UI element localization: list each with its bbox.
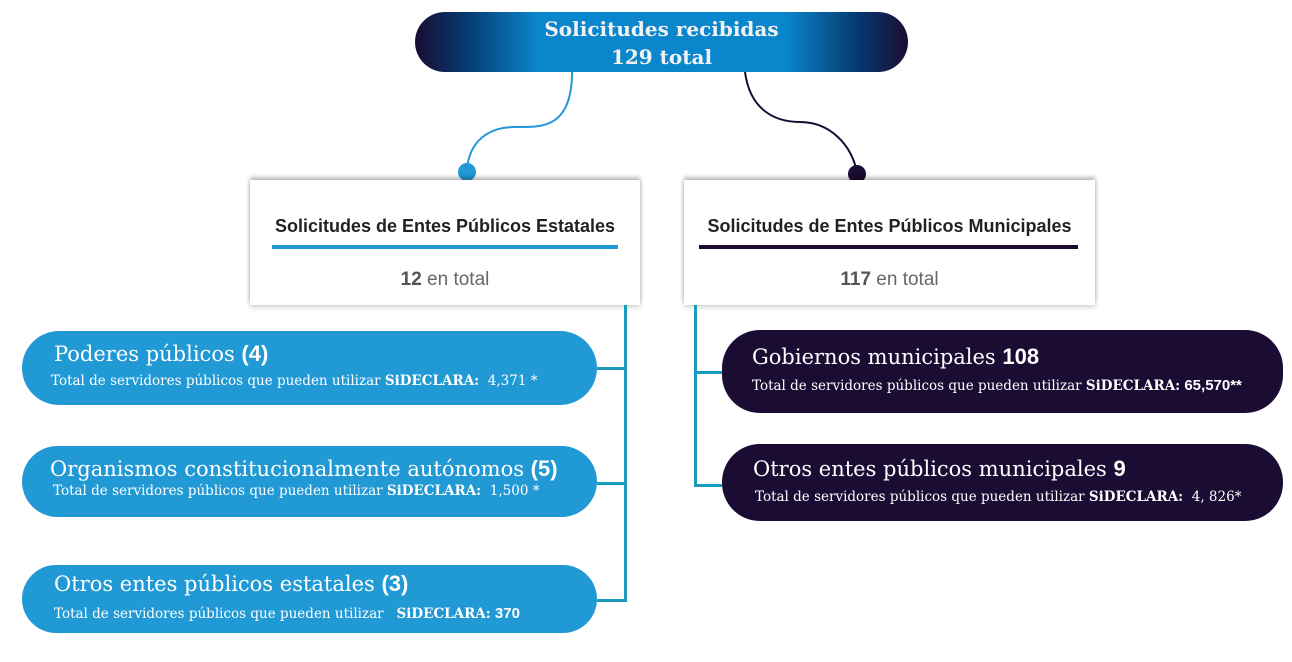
- municipal-summary-card: Solicitudes de Entes Públicos Municipale…: [684, 180, 1095, 305]
- state-connector-dot: [458, 163, 476, 181]
- item-label: Total de servidores públicos que pueden …: [54, 606, 397, 622]
- item-label: Total de servidores públicos que pueden …: [53, 483, 387, 499]
- state-card-title: Solicitudes de Entes Públicos Estatales: [274, 216, 616, 236]
- header-title: Solicitudes recibidas: [544, 17, 779, 41]
- item-label: Total de servidores públicos que pueden …: [51, 373, 385, 389]
- item-brand: SiDECLARA:: [386, 483, 482, 499]
- municipal-item-gobiernos: Gobiernos municipales 108 Total de servi…: [722, 330, 1283, 413]
- municipal-branch-line: [694, 371, 722, 374]
- item-value: 370: [490, 605, 520, 622]
- state-total: 12 en total: [250, 269, 640, 291]
- municipal-connector-curve: [744, 71, 858, 174]
- item-count: (4): [241, 341, 269, 366]
- item-value: 1,500 *: [481, 483, 540, 499]
- municipal-count: 117: [840, 269, 872, 290]
- item-name: Poderes públicos: [54, 342, 242, 366]
- state-branch-line: [597, 367, 625, 370]
- state-count-suffix: en total: [421, 269, 490, 290]
- state-count: 12: [400, 269, 422, 290]
- state-tree-line: [624, 305, 627, 602]
- state-branch-line: [597, 599, 625, 602]
- item-count: (3): [381, 571, 409, 596]
- item-label: Total de servidores públicos que pueden …: [755, 489, 1089, 505]
- state-item-otros: Otros entes públicos estatales (3) Total…: [22, 565, 597, 633]
- header-total: 129 total: [610, 45, 713, 69]
- item-name: Otros entes públicos municipales: [753, 457, 1114, 481]
- item-name: Otros entes públicos estatales: [54, 572, 382, 596]
- municipal-count-suffix: en total: [871, 269, 939, 290]
- item-count: 9: [1113, 456, 1126, 481]
- item-count: 108: [1002, 344, 1040, 369]
- item-count: (5): [530, 456, 558, 481]
- total-requests-header: Solicitudes recibidas 129 total: [415, 12, 908, 72]
- municipal-total: 117 en total: [684, 269, 1095, 291]
- item-brand: SiDECLARA:: [396, 606, 491, 622]
- municipal-underline: [699, 245, 1078, 249]
- item-label: Total de servidores públicos que pueden …: [752, 378, 1086, 394]
- item-brand: SiDECLARA:: [1085, 378, 1181, 394]
- municipal-connector-dot: [848, 165, 866, 183]
- state-summary-card: Solicitudes de Entes Públicos Estatales …: [250, 180, 640, 305]
- item-brand: SiDECLARA:: [384, 373, 480, 389]
- item-name: Organismos constitucionalmente autónomos: [50, 457, 531, 481]
- item-brand: SiDECLARA:: [1088, 489, 1184, 505]
- item-value: 4,371 *: [479, 373, 538, 389]
- state-underline: [272, 245, 618, 249]
- municipal-card-title: Solicitudes de Entes Públicos Municipale…: [707, 216, 1072, 236]
- item-value: 65,570**: [1180, 377, 1242, 394]
- state-connector-curve: [466, 71, 573, 173]
- item-value: 4, 826*: [1183, 489, 1242, 505]
- municipal-branch-line: [694, 484, 722, 487]
- municipal-item-otros: Otros entes públicos municipales 9 Total…: [722, 444, 1283, 521]
- state-item-autonomos: Organismos constitucionalmente autónomos…: [22, 446, 597, 517]
- state-branch-line: [597, 482, 625, 485]
- municipal-tree-line: [694, 305, 697, 487]
- item-name: Gobiernos municipales: [752, 345, 1003, 369]
- state-item-poderes: Poderes públicos (4) Total de servidores…: [22, 331, 597, 405]
